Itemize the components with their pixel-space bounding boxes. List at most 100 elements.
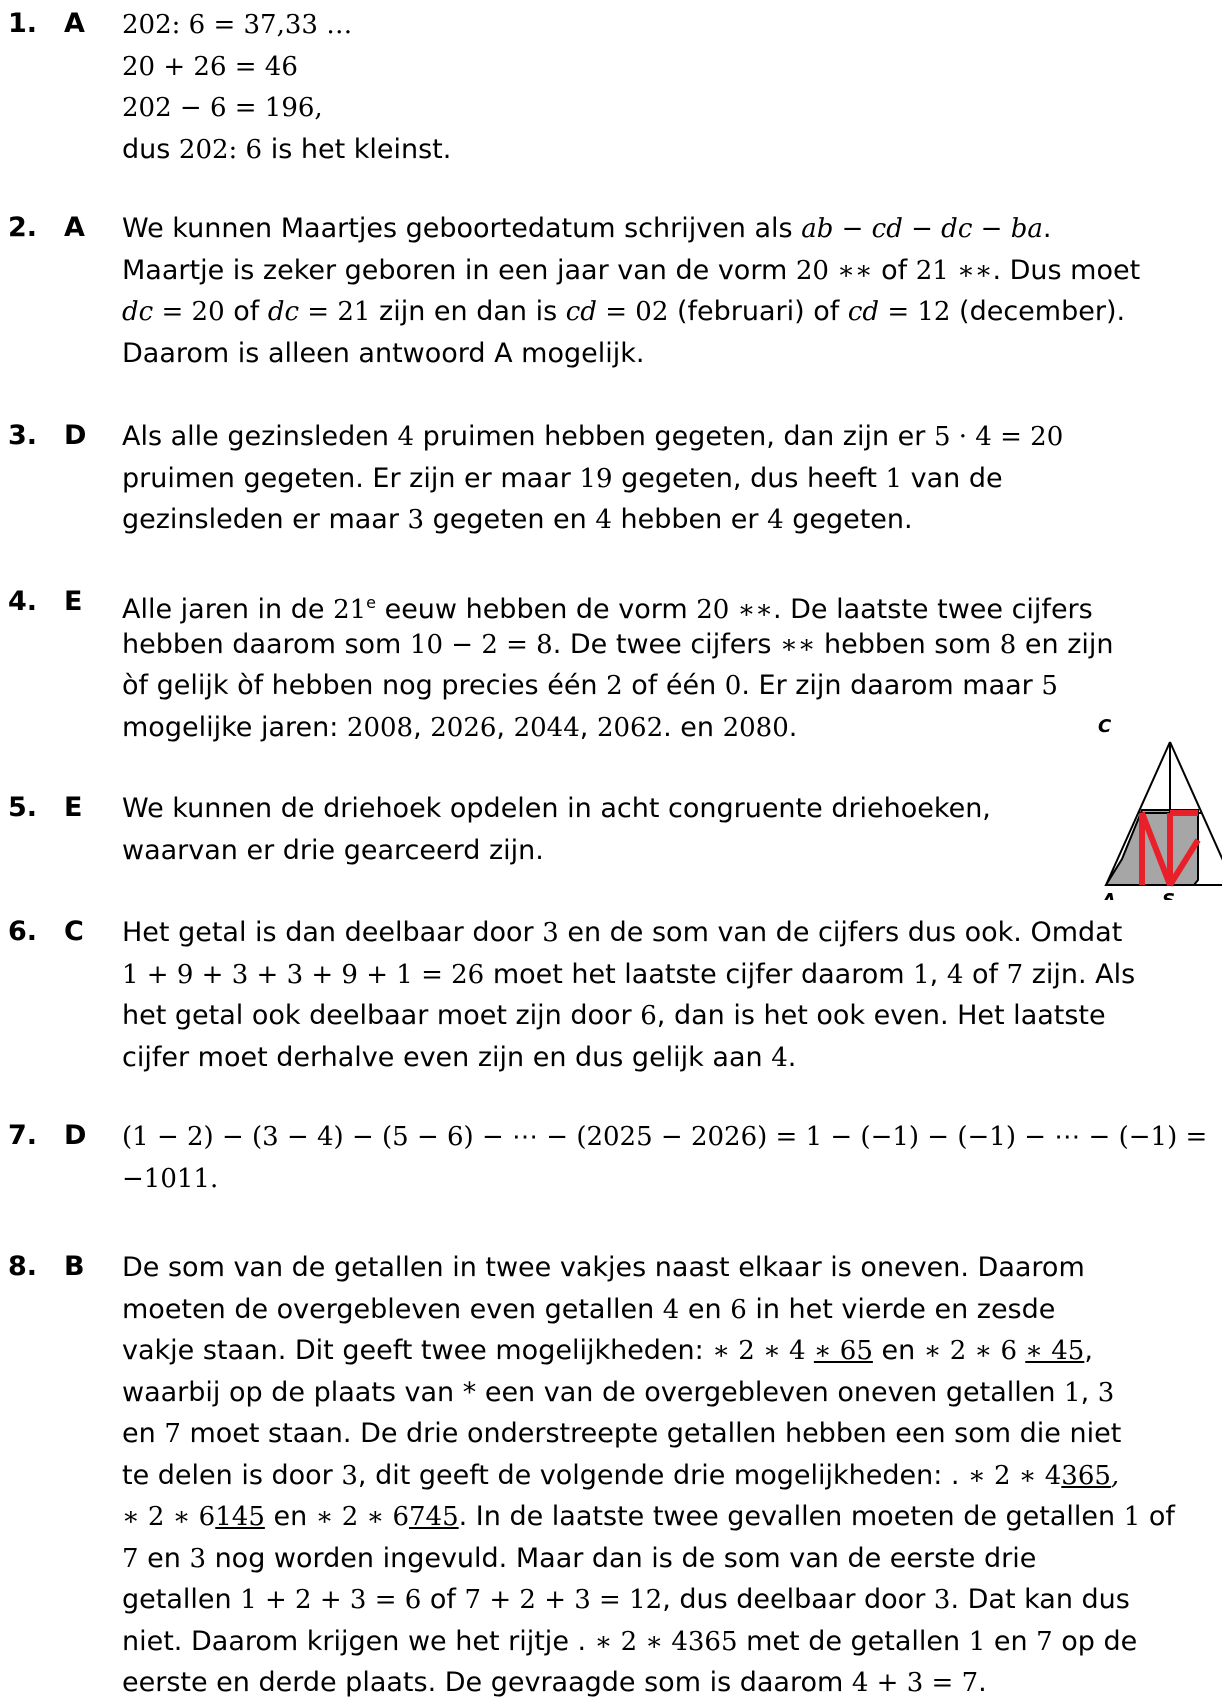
math: 20 ∗∗ xyxy=(795,255,873,286)
math: cd xyxy=(565,297,597,327)
text: hebben daarom som xyxy=(122,628,410,660)
text: en xyxy=(138,1542,190,1574)
text: te delen is door xyxy=(122,1459,342,1491)
math: −1011. xyxy=(122,1163,219,1194)
text: en xyxy=(985,1625,1037,1657)
problem-number: 1. xyxy=(8,8,38,39)
text: , xyxy=(413,711,431,743)
math: ab − cd − dc − ba xyxy=(801,214,1043,244)
problem-text: Het getal is dan deelbaar door 3 en de s… xyxy=(122,912,1135,1078)
text: , dus deelbaar door xyxy=(662,1584,934,1615)
text: òf gelijk òf hebben nog precies één xyxy=(122,670,607,701)
problem-answer: E xyxy=(64,586,83,617)
text: getallen xyxy=(122,1584,241,1615)
text: pruimen gegeten. Er zijn er maar xyxy=(122,462,580,494)
math: 202: 6 xyxy=(178,134,263,165)
math: 2026 xyxy=(430,712,497,743)
text: Alle jaren in de xyxy=(122,594,334,625)
math: 2 xyxy=(606,671,623,701)
math: 7 xyxy=(1036,1626,1053,1657)
math: 19 xyxy=(579,463,613,494)
text: . Dat kan dus xyxy=(950,1584,1130,1615)
math: 3 xyxy=(407,505,425,535)
math: ∗ 2 ∗ 6 xyxy=(315,1502,409,1532)
math: ∗ 2 ∗ 4 xyxy=(712,1336,814,1366)
text: Het getal is dan deelbaar door xyxy=(122,917,543,948)
math: 4 xyxy=(771,1042,788,1073)
math-underlined: 145 xyxy=(215,1502,265,1532)
math: = 20 xyxy=(153,297,225,327)
math: 4 xyxy=(662,1294,680,1325)
math: 3 xyxy=(1097,1377,1115,1408)
text: en zijn xyxy=(1016,628,1114,660)
math: ∗ 2 ∗ 6 xyxy=(122,1502,216,1532)
math: 21 ∗∗ xyxy=(915,255,993,286)
highlight-n xyxy=(1139,811,1173,887)
text: . xyxy=(978,1667,987,1698)
text: nog worden ingevuld. Maar dan is de som … xyxy=(205,1542,1037,1574)
problem-answer: D xyxy=(64,1120,87,1151)
math: 3 xyxy=(933,1585,951,1615)
math: 4 xyxy=(397,422,415,452)
text: het getal ook deelbaar moet zijn door xyxy=(122,1000,641,1031)
text: en de som van de cijfers dus ook. Omdat xyxy=(558,917,1123,948)
text: mogelijke jaren: xyxy=(122,711,347,743)
text: waarvan er drie gearceerd zijn. xyxy=(122,834,544,866)
math: 1 xyxy=(885,463,903,494)
math: 4 xyxy=(595,505,612,535)
math: 202: 6 = 37,33 … xyxy=(122,10,353,40)
text: moet staan. De drie onderstreepte getall… xyxy=(180,1418,1122,1449)
text: (december). xyxy=(950,296,1126,327)
math: = 21 xyxy=(299,297,371,327)
math: dc xyxy=(122,297,154,327)
math: 8 xyxy=(999,629,1017,660)
math: 21 xyxy=(333,595,367,625)
math: dc xyxy=(267,297,300,327)
math: 20 ∗∗ xyxy=(696,595,773,625)
text: moeten de overgebleven even getallen xyxy=(122,1293,663,1325)
math: 4 xyxy=(946,959,964,990)
math: 5 · 4 = 20 xyxy=(933,422,1064,452)
math: (1 − 2) − (3 − 4) − (5 − 6) − ⋯ − (2025 … xyxy=(122,1122,1208,1152)
math: 3 xyxy=(341,1460,358,1491)
problem-number: 8. xyxy=(8,1251,38,1282)
text: , xyxy=(1080,1376,1098,1408)
math: 2080 xyxy=(722,712,789,743)
text: of één xyxy=(622,670,725,701)
problem-answer: A xyxy=(64,8,85,39)
math: 2062 xyxy=(596,712,664,743)
math: 4 xyxy=(767,505,784,535)
text: niet. Daarom krijgen we het rijtje . xyxy=(122,1625,595,1657)
problem-text: We kunnen de driehoek opdelen in acht co… xyxy=(122,788,991,871)
text: . xyxy=(787,1041,797,1073)
math: 5 xyxy=(1041,671,1058,701)
problem-text: We kunnen Maartjes geboortedatum schrijv… xyxy=(122,208,1140,374)
problem-answer: A xyxy=(64,212,85,243)
text: . xyxy=(788,711,798,743)
math: 7 xyxy=(1006,959,1024,990)
text: of xyxy=(872,254,916,286)
superscript: e xyxy=(366,593,376,612)
math: 1 xyxy=(1064,1377,1081,1408)
math: ∗ 2 ∗ 4365 xyxy=(594,1626,738,1657)
math: 6 xyxy=(730,1294,747,1325)
math: 4 + 3 = 7 xyxy=(851,1668,979,1698)
text: We kunnen de driehoek opdelen in acht co… xyxy=(122,793,991,824)
math: 1 + 2 + 3 = 6 xyxy=(240,1585,422,1615)
math-underlined: ∗ 65 xyxy=(813,1336,873,1366)
text: eeuw hebben de vorm xyxy=(376,594,697,625)
text: , xyxy=(1084,1335,1093,1366)
problem-answer: E xyxy=(64,792,83,823)
text: gegeten. xyxy=(783,504,913,535)
text: of xyxy=(963,958,1007,990)
text: waarbij op de plaats van * een van de ov… xyxy=(122,1376,1065,1408)
math: 7 xyxy=(122,1543,139,1574)
text: . De laatste twee cijfers xyxy=(772,594,1093,625)
text: , xyxy=(1110,1460,1120,1491)
math: 2044 xyxy=(513,712,580,743)
math: 6 xyxy=(640,1001,657,1031)
text: in het vierde en zesde xyxy=(746,1293,1056,1325)
shaded-region xyxy=(1104,809,1199,886)
text: en xyxy=(264,1501,316,1532)
problem-answer: D xyxy=(64,420,87,451)
